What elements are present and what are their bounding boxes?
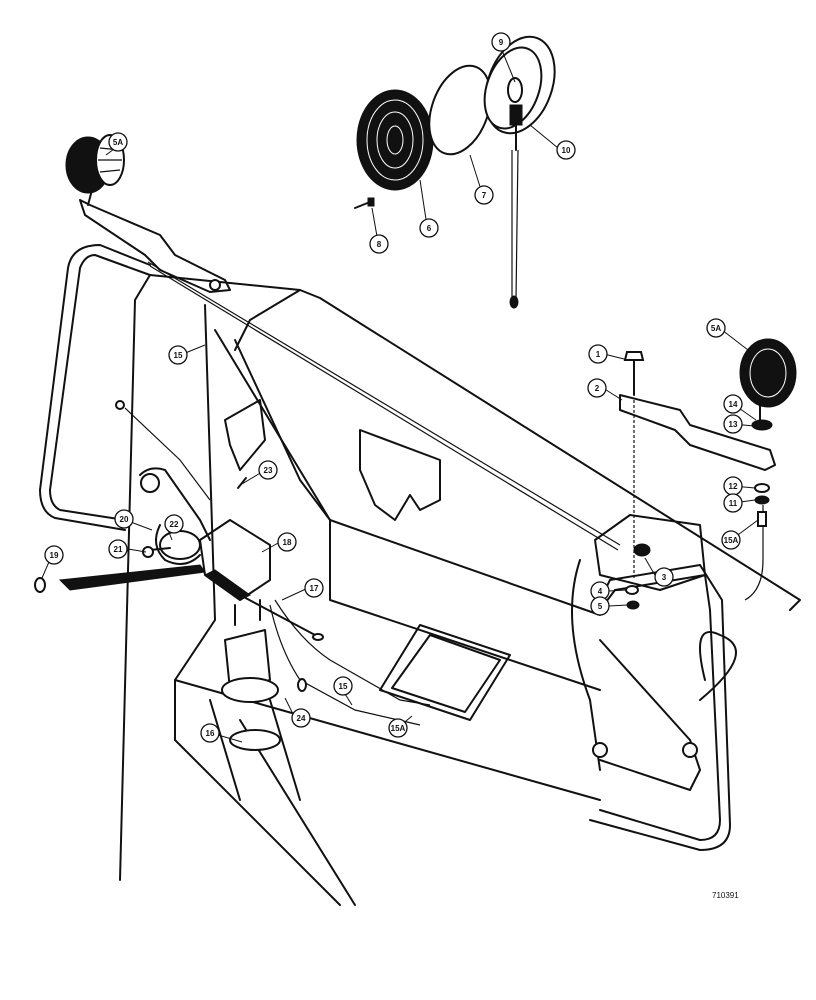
- switch-assembly: [34, 400, 431, 801]
- callout-label: 22: [170, 520, 179, 529]
- callout-label: 4: [598, 587, 603, 596]
- callout-label: 15: [339, 682, 348, 691]
- wiring-harness: [147, 261, 621, 551]
- callout-label: 24: [297, 714, 306, 723]
- callout-label: 21: [114, 545, 123, 554]
- roll-bar: [39, 244, 731, 851]
- callout-label: 8: [377, 240, 382, 249]
- callout-label: 20: [120, 515, 129, 524]
- left-lamp: [65, 134, 125, 206]
- callout-label: 7: [482, 191, 487, 200]
- figure-id: 710391: [712, 891, 739, 900]
- callout-label: 15: [174, 351, 183, 360]
- callout-21: 21: [108, 539, 128, 559]
- right-mount: [571, 514, 737, 791]
- right-lamp-stack: [739, 338, 797, 601]
- callout-label: 11: [729, 499, 738, 508]
- callout-label: 1: [596, 350, 601, 359]
- callout-19: 19: [44, 545, 64, 565]
- callout-5a-right: 5A: [706, 318, 726, 338]
- callout-2: 2: [587, 378, 607, 398]
- left-light-bracket: [79, 199, 231, 293]
- callout-18: 18: [277, 532, 297, 552]
- callout-15a-right: 15A: [721, 530, 741, 550]
- callout-11: 11: [723, 493, 743, 513]
- callout-17: 17: [304, 578, 324, 598]
- callout-8: 8: [369, 234, 389, 254]
- callout-22: 22: [164, 514, 184, 534]
- callout-label: 18: [283, 538, 292, 547]
- callout-12: 12: [723, 476, 743, 496]
- callout-label: 2: [595, 384, 600, 393]
- callout-label: 15A: [724, 536, 739, 545]
- callout-label: 16: [206, 729, 215, 738]
- callout-5a-left: 5A: [108, 132, 128, 152]
- callout-label: 23: [264, 466, 273, 475]
- callout-label: 9: [499, 38, 504, 47]
- callout-label: 6: [427, 224, 432, 233]
- callout-1: 1: [588, 344, 608, 364]
- callout-13: 13: [723, 414, 743, 434]
- callout-6: 6: [419, 218, 439, 238]
- callout-24: 24: [291, 708, 311, 728]
- callout-label: 17: [310, 584, 319, 593]
- callout-label: 12: [729, 482, 738, 491]
- callout-15-lower: 15: [333, 676, 353, 696]
- callout-15-upper: 15: [168, 345, 188, 365]
- callout-label: 5A: [113, 138, 123, 147]
- callout-9: 9: [491, 32, 511, 52]
- callout-7: 7: [474, 185, 494, 205]
- lamp-assembly-exploded: [354, 35, 556, 309]
- callout-5: 5: [590, 596, 610, 616]
- callout-label: 19: [50, 551, 59, 560]
- callout-20: 20: [114, 509, 134, 529]
- callout-23: 23: [258, 460, 278, 480]
- callout-label: 5: [598, 602, 603, 611]
- callout-10: 10: [556, 140, 576, 160]
- callout-label: 13: [729, 420, 738, 429]
- callout-16: 16: [200, 723, 220, 743]
- callout-label: 5A: [711, 324, 721, 333]
- callout-14: 14: [723, 394, 743, 414]
- callout-label: 15A: [391, 724, 406, 733]
- callout-label: 10: [562, 146, 571, 155]
- callout-3: 3: [654, 567, 674, 587]
- callout-label: 3: [662, 573, 667, 582]
- callout-15a-lower: 15A: [388, 718, 408, 738]
- cab-body: [119, 274, 801, 906]
- callout-label: 14: [729, 400, 738, 409]
